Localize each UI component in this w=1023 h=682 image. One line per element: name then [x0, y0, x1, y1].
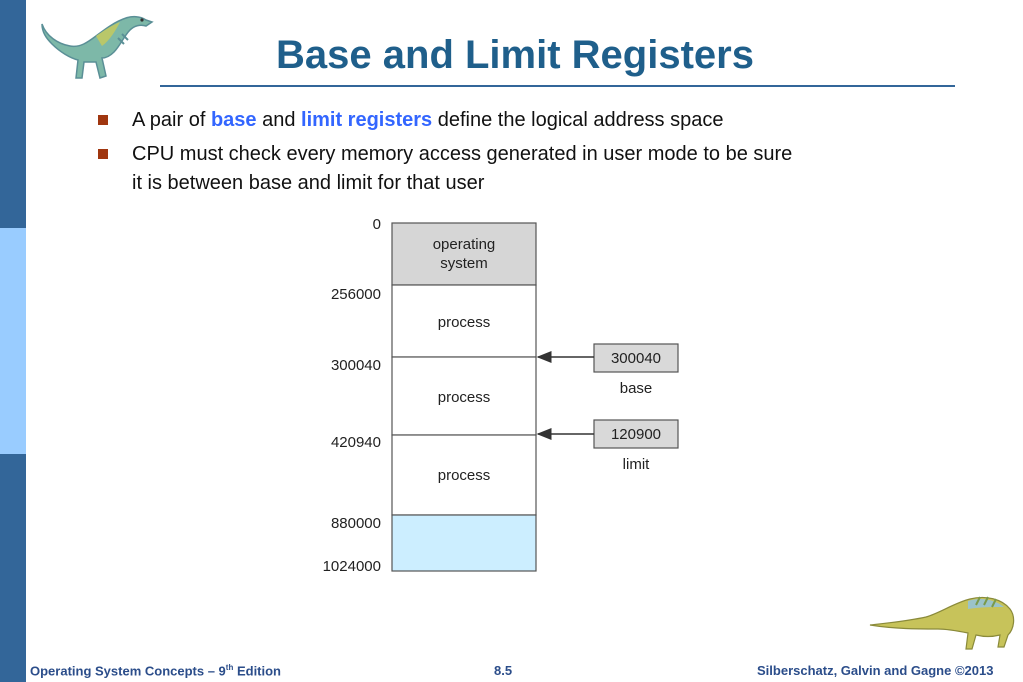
square-bullet-icon: [98, 115, 108, 125]
sidebar-bottom: [0, 454, 26, 682]
bullet-1-text-mid: and: [256, 109, 302, 131]
memory-region-os: [391, 222, 537, 286]
memory-region-process-2: [391, 356, 537, 436]
memory-region-free: [391, 514, 537, 572]
dinosaur-corner-icon: [869, 596, 1015, 650]
title-divider: [160, 85, 955, 87]
limit-register-label: limit: [623, 456, 650, 473]
footer-page-number: 8.5: [494, 663, 513, 678]
region-label-process-2: process: [438, 389, 491, 406]
region-label-process-1: process: [438, 314, 491, 331]
region-label-os-line-1: operating: [433, 236, 496, 253]
limit-register-value: 120900: [611, 426, 661, 443]
bullet-1-text-post: define the logical address space: [432, 109, 724, 131]
footer-authors: Silberschatz, Galvin and Gagne ©2013: [757, 663, 994, 678]
base-register-value: 300040: [611, 350, 661, 367]
region-label-process-3: process: [438, 467, 491, 484]
address-label-1: 256000: [331, 286, 381, 303]
bullet-1-highlight-base: base: [210, 109, 257, 131]
memory-region-process-1: [391, 284, 537, 358]
address-label-2: 300040: [331, 357, 381, 374]
memory-region-process-3: [391, 434, 537, 516]
bullet-list: A pair of base and limit registers defin…: [96, 106, 896, 203]
footer-book-title-sup: th: [225, 663, 234, 672]
address-label-0: 0: [373, 216, 381, 233]
bullet-item-1: A pair of base and limit registers defin…: [96, 106, 896, 135]
square-bullet-icon: [98, 149, 108, 159]
footer-book-title-post: Edition: [233, 663, 282, 679]
base-register-box: [593, 343, 679, 373]
bullet-item-2: CPU must check every memory access gener…: [96, 140, 896, 198]
sidebar-top: [0, 0, 26, 228]
dinosaur-logo-icon: [41, 15, 154, 79]
slide-title: Base and Limit Registers: [276, 33, 754, 77]
bullet-1-text-pre: A pair of: [132, 109, 211, 131]
base-register-label: base: [620, 380, 653, 397]
address-label-4: 880000: [331, 515, 381, 532]
bullet-2-line-1: CPU must check every memory access gener…: [132, 143, 793, 165]
region-label-os-line-2: system: [440, 255, 488, 272]
memory-diagram: operating system process process process…: [323, 216, 679, 575]
footer-book-title: Operating System Concepts – 9th Edition: [30, 663, 281, 678]
address-label-5: 1024000: [323, 558, 381, 575]
footer-book-title-pre: Operating System Concepts – 9: [30, 663, 226, 679]
bullet-2-line-2: it is between base and limit for that us…: [132, 172, 485, 194]
bullet-1-highlight-limit: limit registers: [301, 109, 433, 131]
address-label-3: 420940: [331, 434, 381, 451]
sidebar-middle: [0, 228, 26, 454]
